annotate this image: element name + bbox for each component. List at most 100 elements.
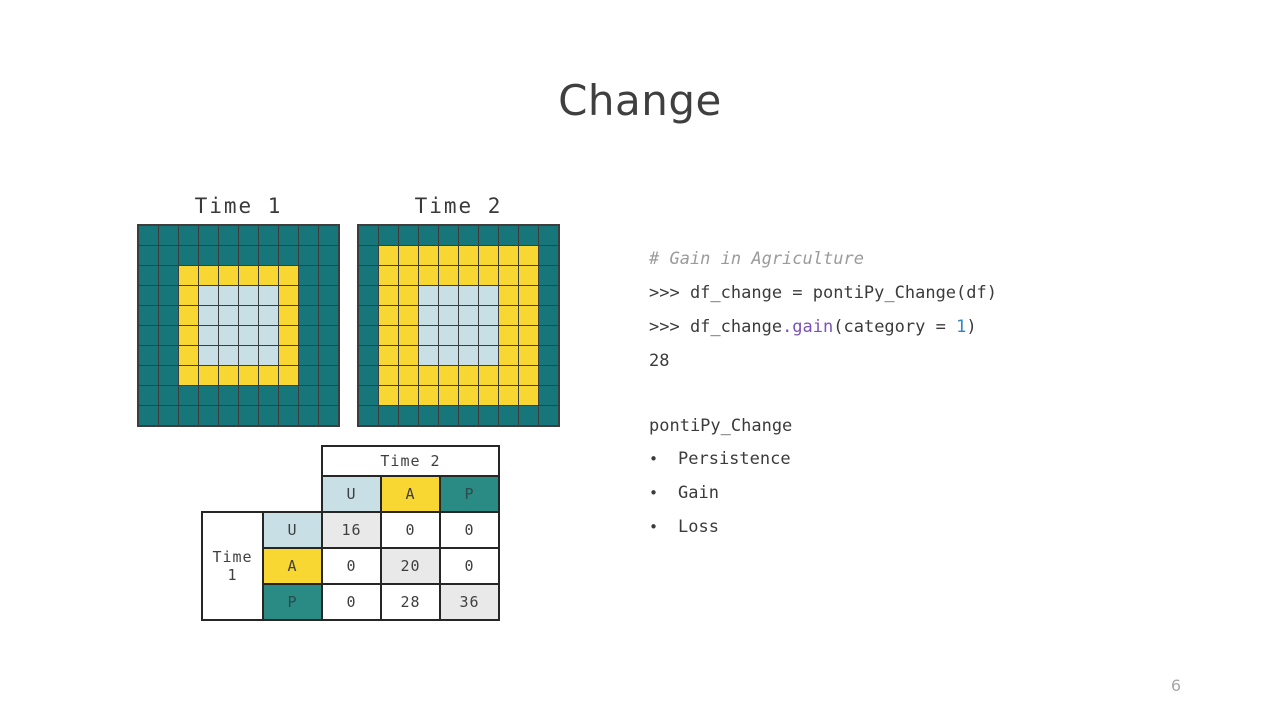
grid-cell: [539, 326, 558, 345]
grid-cell: [379, 406, 398, 425]
grid-cell: [439, 266, 458, 285]
grid-cell: [279, 306, 298, 325]
grid-cell: [439, 386, 458, 405]
grid-cell: [499, 366, 518, 385]
grid-cell: [179, 286, 198, 305]
code-segment: ): [966, 317, 977, 337]
matrix-col-header: P: [439, 475, 500, 513]
grid-cell: [399, 326, 418, 345]
grid-cell: [319, 286, 338, 305]
grid-cell: [239, 266, 258, 285]
grid-cell: [379, 386, 398, 405]
grid-cell: [479, 286, 498, 305]
grid-cell: [539, 346, 558, 365]
grid-cell: [479, 326, 498, 345]
grid-cell: [439, 286, 458, 305]
grid-cell: [399, 386, 418, 405]
matrix-value-cell: 28: [380, 583, 441, 621]
grid-cell: [399, 366, 418, 385]
grid-cell: [459, 346, 478, 365]
grid-cell: [239, 346, 258, 365]
matrix-blank-cell: [202, 446, 322, 476]
matrix-col-header: U: [321, 475, 382, 513]
grid-cell: [479, 266, 498, 285]
grid-cell: [159, 386, 178, 405]
grid-cell: [379, 326, 398, 345]
grid-cell: [159, 406, 178, 425]
code-line: 28: [649, 352, 997, 386]
grid-cell: [459, 326, 478, 345]
grid-cell: [419, 366, 438, 385]
grid-cell: [179, 266, 198, 285]
grid-cell: [139, 246, 158, 265]
grid-cell: [539, 286, 558, 305]
grid-cell: [399, 246, 418, 265]
grid-cell: [479, 226, 498, 245]
grid-cell: [359, 226, 378, 245]
grid-cell: [319, 386, 338, 405]
grid-cell: [379, 226, 398, 245]
grid-cell: [219, 226, 238, 245]
grid-cell: [199, 266, 218, 285]
matrix-row-header: A: [262, 547, 323, 585]
grid-cell: [299, 326, 318, 345]
matrix-value-cell: 16: [321, 511, 382, 549]
grid-cell: [139, 386, 158, 405]
grid-cell: [179, 406, 198, 425]
grid-cell: [259, 246, 278, 265]
grid-cell: [259, 266, 278, 285]
grid-cell: [539, 266, 558, 285]
grid-cell: [299, 406, 318, 425]
grid-cell: [259, 326, 278, 345]
code-block: # Gain in Agriculture>>> df_change = pon…: [649, 250, 997, 386]
grid-cell: [259, 406, 278, 425]
list-item: • Loss: [649, 518, 792, 552]
grid-cell: [199, 226, 218, 245]
grid-cell: [219, 306, 238, 325]
grid-cell: [239, 326, 258, 345]
grid-cell: [279, 226, 298, 245]
grid-cell: [459, 266, 478, 285]
grid-cell: [259, 346, 278, 365]
grid-cell: [459, 246, 478, 265]
bullet-label: Persistence: [678, 449, 791, 469]
grid-cell: [239, 366, 258, 385]
grid-cell: [159, 246, 178, 265]
grid-cell: [199, 286, 218, 305]
grid-cell: [239, 286, 258, 305]
code-segment: 28: [649, 351, 670, 371]
grid-cell: [239, 306, 258, 325]
grid-cell: [499, 306, 518, 325]
grid-cell: [379, 266, 398, 285]
grid-label-time2: Time 2: [414, 194, 503, 218]
grid-cell: [319, 246, 338, 265]
grid-cell: [499, 406, 518, 425]
grid-cell: [319, 306, 338, 325]
grid-cell: [239, 406, 258, 425]
grid-cell: [279, 386, 298, 405]
page-number: 6: [1170, 676, 1182, 695]
notes-heading: pontiPy_Change: [649, 416, 793, 436]
grid-cell: [439, 326, 458, 345]
grid-cell: [139, 326, 158, 345]
grid-cell: [419, 286, 438, 305]
grid-cell: [459, 406, 478, 425]
matrix-row-header: U: [262, 511, 323, 549]
notes-block: pontiPy_Change • Persistence • Gain • Lo…: [649, 417, 792, 552]
grid-cell: [399, 406, 418, 425]
code-segment: # Gain in Agriculture: [649, 249, 864, 269]
grid-cell: [279, 246, 298, 265]
grid-cell: [359, 346, 378, 365]
grid-cell: [159, 306, 178, 325]
grid-cell: [159, 286, 178, 305]
grid-cell: [319, 366, 338, 385]
grid-cell: [519, 346, 538, 365]
matrix-value-cell: 0: [380, 511, 441, 549]
grid-cell: [199, 306, 218, 325]
grid-cell: [379, 286, 398, 305]
grid-cell: [199, 406, 218, 425]
matrix-row-axis-label: Time 1: [201, 511, 264, 621]
grid-cell: [399, 286, 418, 305]
grid-cell: [259, 226, 278, 245]
grid-cell: [399, 266, 418, 285]
